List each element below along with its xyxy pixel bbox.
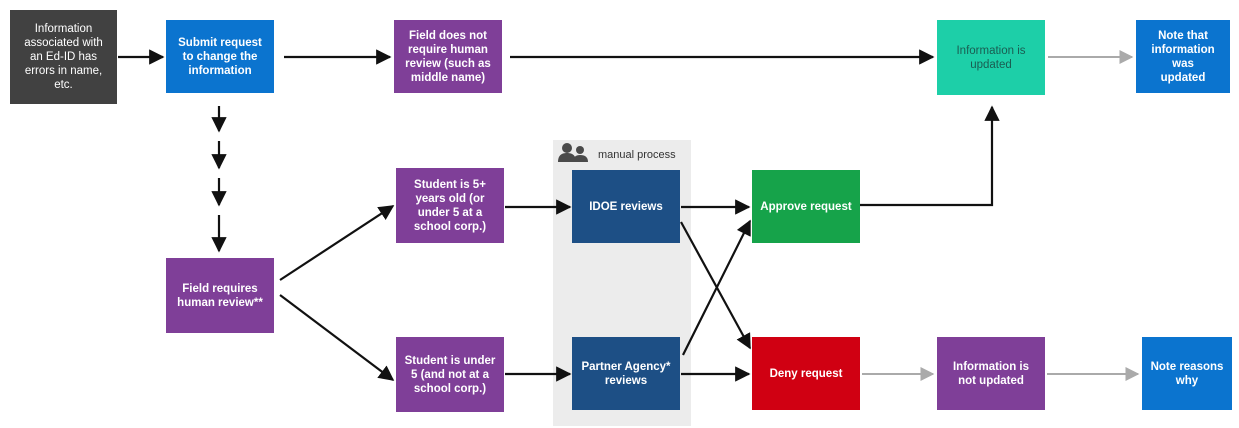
node-submit: Submit request to change the information — [166, 20, 274, 93]
arrow-approve-updated — [860, 105, 1000, 207]
node-updated: Information is updated — [937, 20, 1045, 95]
node-no-review: Field does not require human review (suc… — [394, 20, 502, 93]
arrow-partner-approve — [682, 219, 751, 356]
node-note-updated: Note that information was updated — [1136, 20, 1230, 93]
node-note-reasons: Note reasons why — [1142, 337, 1232, 410]
node-start: Information associated with an Ed-ID has… — [10, 10, 117, 104]
arrow-review-5plus — [279, 205, 395, 281]
node-approve: Approve request — [752, 170, 860, 243]
node-partner: Partner Agency* reviews — [572, 337, 680, 410]
manual-process-label: manual process — [598, 149, 676, 161]
arrow-idoe-deny — [680, 221, 751, 350]
node-not-updated: Information is not updated — [937, 337, 1045, 410]
node-requires-review: Field requires human review** — [166, 258, 274, 333]
node-idoe: IDOE reviews — [572, 170, 680, 243]
node-student-under5: Student is under 5 (and not at a school … — [396, 337, 504, 412]
node-deny: Deny request — [752, 337, 860, 410]
people-icon — [558, 143, 588, 162]
arrow-review-under5 — [279, 294, 395, 381]
node-student-5plus: Student is 5+ years old (or under 5 at a… — [396, 168, 504, 243]
